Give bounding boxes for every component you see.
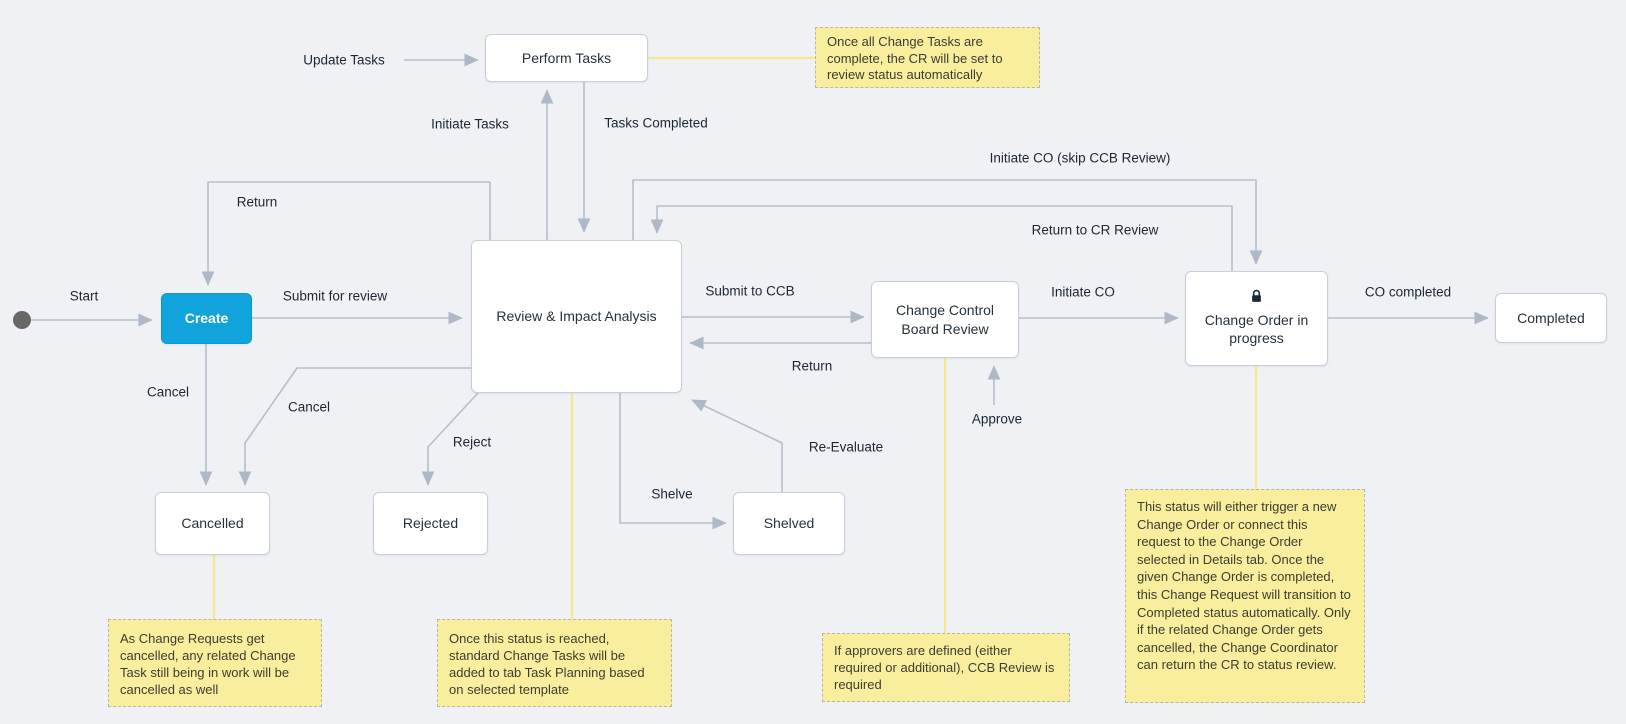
edge-label-co-completed: CO completed [1364, 284, 1452, 300]
edge-label-cancel-from-create: Cancel [146, 384, 190, 400]
edge-label-return-to-cr-review: Return to CR Review [1031, 222, 1159, 238]
edge-label-approve: Approve [971, 411, 1023, 427]
note-co: This status will either trigger a new Ch… [1125, 489, 1365, 703]
edge-return-to-cr-review [650, 205, 1233, 271]
edge-label-shelve: Shelve [651, 486, 693, 502]
edge-shelve [619, 393, 727, 530]
state-ccb-review[interactable]: Change Control Board Review [871, 281, 1019, 358]
edge-label-start: Start [69, 288, 99, 304]
edge-reject [421, 392, 479, 486]
state-review-impact-analysis[interactable]: Review & Impact Analysis [471, 240, 682, 393]
edge-return-to-create [201, 181, 491, 286]
state-perform-tasks[interactable]: Perform Tasks [485, 34, 648, 82]
edge-label-initiate-co: Initiate CO [1051, 284, 1115, 300]
state-change-order-in-progress[interactable]: Change Order in progress [1185, 271, 1328, 366]
note-cancelled: As Change Requests get cancelled, any re… [108, 619, 322, 707]
edge-label-initiate-tasks: Initiate Tasks [431, 116, 509, 132]
note-ccb: If approvers are defined (either require… [822, 633, 1070, 702]
edge-label-update-tasks: Update Tasks [303, 52, 385, 68]
state-create[interactable]: Create [161, 293, 252, 344]
edge-cancel-from-review [238, 367, 471, 486]
note-perform-tasks: Once all Change Tasks are complete, the … [815, 27, 1040, 88]
edge-label-submit-to-ccb: Submit to CCB [705, 283, 795, 299]
start-node[interactable] [13, 311, 31, 329]
edge-label-re-evaluate: Re-Evaluate [808, 439, 884, 455]
lock-icon [1249, 289, 1264, 309]
state-rejected-label: Rejected [402, 515, 459, 532]
state-perform-tasks-label: Perform Tasks [521, 49, 612, 66]
state-completed-label: Completed [1517, 309, 1585, 326]
state-change-order-label: Change Order in progress [1204, 311, 1309, 347]
edge-re-evaluate [691, 399, 783, 492]
state-cancelled[interactable]: Cancelled [155, 492, 270, 555]
state-ccb-review-label: Change Control Board Review [895, 301, 995, 337]
note-review: Once this status is reached, standard Ch… [437, 619, 672, 707]
state-cancelled-label: Cancelled [181, 515, 244, 532]
edge-label-return-to-create: Return [236, 194, 278, 210]
state-shelved[interactable]: Shelved [733, 492, 845, 555]
edge-label-initiate-co-skip: Initiate CO (skip CCB Review) [989, 150, 1171, 166]
edge-label-tasks-completed: Tasks Completed [604, 115, 708, 131]
edge-initiate-co-skip [632, 179, 1263, 265]
edge-label-submit-for-review: Submit for review [282, 288, 388, 304]
edge-label-reject: Reject [452, 434, 492, 450]
state-rejected[interactable]: Rejected [373, 492, 488, 555]
state-review-label: Review & Impact Analysis [496, 308, 657, 325]
edge-label-return-from-ccb: Return [791, 358, 833, 374]
state-create-label: Create [184, 310, 229, 327]
edge-label-cancel-from-review: Cancel [287, 399, 331, 415]
state-shelved-label: Shelved [763, 515, 815, 532]
state-completed[interactable]: Completed [1495, 293, 1607, 343]
